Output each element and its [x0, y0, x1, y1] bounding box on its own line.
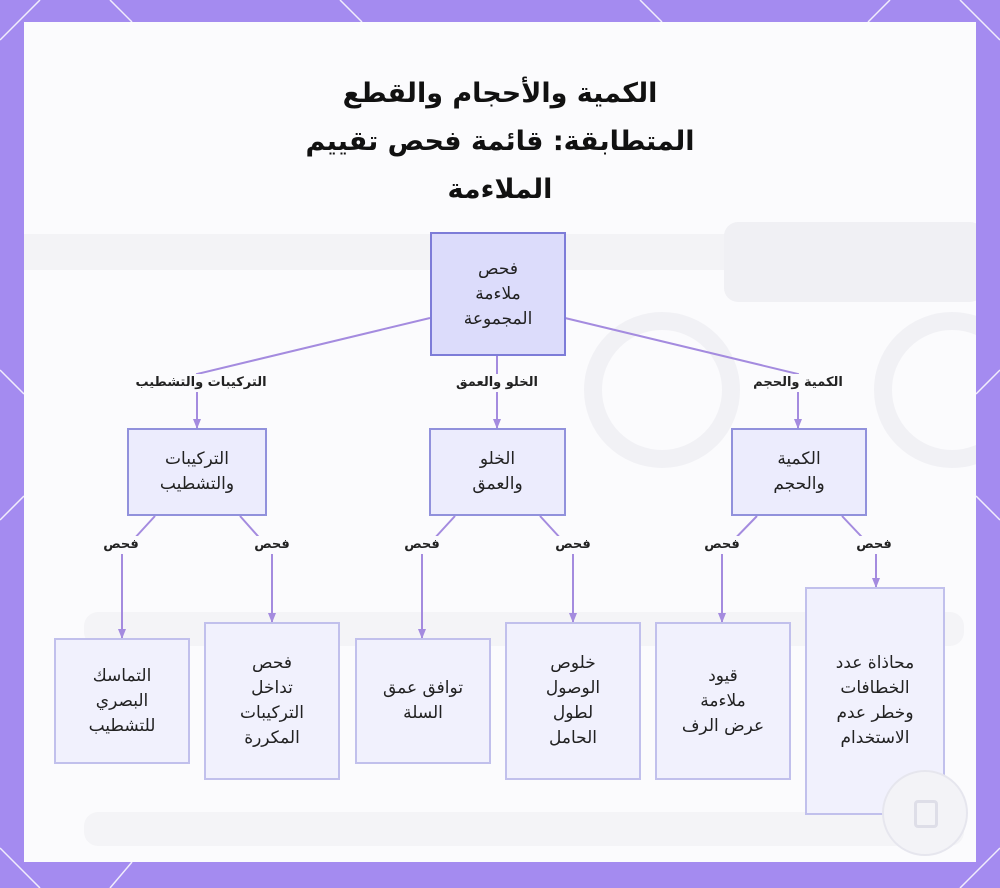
leaf-hanger-clearance-label: خلوص الوصول لطول الحامل: [545, 653, 601, 748]
leaf-finish-cohesion-label: التماسك البصري للتشطيب: [88, 665, 156, 736]
leaf-basket-depth-label: توافق عمق السلة: [382, 678, 464, 723]
lock-icon: [914, 800, 938, 828]
node-quantity-size-label: الكمية والحجم: [773, 449, 825, 494]
leaf-basket-depth[interactable]: توافق عمق السلة: [355, 638, 491, 764]
edge-quantity-to-shelf: [718, 515, 758, 623]
watermark-badge: [882, 770, 968, 856]
root-node-label: فحص ملاءمة المجموعة: [463, 258, 533, 329]
leaf-duplicate-overlap-label: فحص تداخل التركيبات المكررة: [240, 653, 304, 748]
node-clearance-depth-label: الخلو والعمق: [472, 449, 523, 494]
edge-fixtures-to-finish: [118, 515, 156, 639]
node-fixtures-finish[interactable]: التركيبات والتشطيب: [127, 428, 267, 516]
edge-label-check: فحص: [553, 536, 593, 554]
edge-label-check: فحص: [854, 536, 894, 554]
edge-label-clearance: الخلو والعمق: [454, 374, 540, 392]
edge-label-quantity: الكمية والحجم: [751, 374, 845, 392]
edge-clearance-to-depth: [418, 515, 456, 639]
leaf-hanger-clearance[interactable]: خلوص الوصول لطول الحامل: [505, 622, 641, 780]
leaf-finish-cohesion[interactable]: التماسك البصري للتشطيب: [54, 638, 190, 764]
leaf-shelf-width[interactable]: قيود ملاءمة عرض الرف: [655, 622, 791, 780]
edge-label-check: فحص: [702, 536, 742, 554]
edge-clearance-to-hanger: [539, 515, 577, 623]
edge-root-to-quantity: [564, 317, 802, 429]
edge-label-check: فحص: [101, 536, 141, 554]
page-title: الكمية والأحجام والقطع المتطابقة: قائمة …: [305, 78, 695, 205]
node-clearance-depth[interactable]: الخلو والعمق: [429, 428, 566, 516]
edge-fixtures-to-overlap: [239, 515, 276, 623]
background-row: [84, 812, 964, 846]
node-fixtures-finish-label: التركيبات والتشطيب: [159, 449, 235, 494]
leaf-shelf-width-label: قيود ملاءمة عرض الرف: [681, 665, 765, 736]
leaf-duplicate-overlap[interactable]: فحص تداخل التركيبات المكررة: [204, 622, 340, 780]
root-node[interactable]: فحص ملاءمة المجموعة: [430, 232, 566, 356]
background-panel: [724, 222, 976, 302]
edge-label-check: فحص: [402, 536, 442, 554]
edge-label-fixtures: التركيبات والتشطيب: [133, 374, 269, 392]
node-quantity-size[interactable]: الكمية والحجم: [731, 428, 867, 516]
leaf-hook-count-label: محاذاة عدد الخطافات وخطر عدم الاستخدام: [835, 653, 915, 748]
edge-label-check: فحص: [252, 536, 292, 554]
edge-root-to-fixtures: [193, 317, 431, 429]
